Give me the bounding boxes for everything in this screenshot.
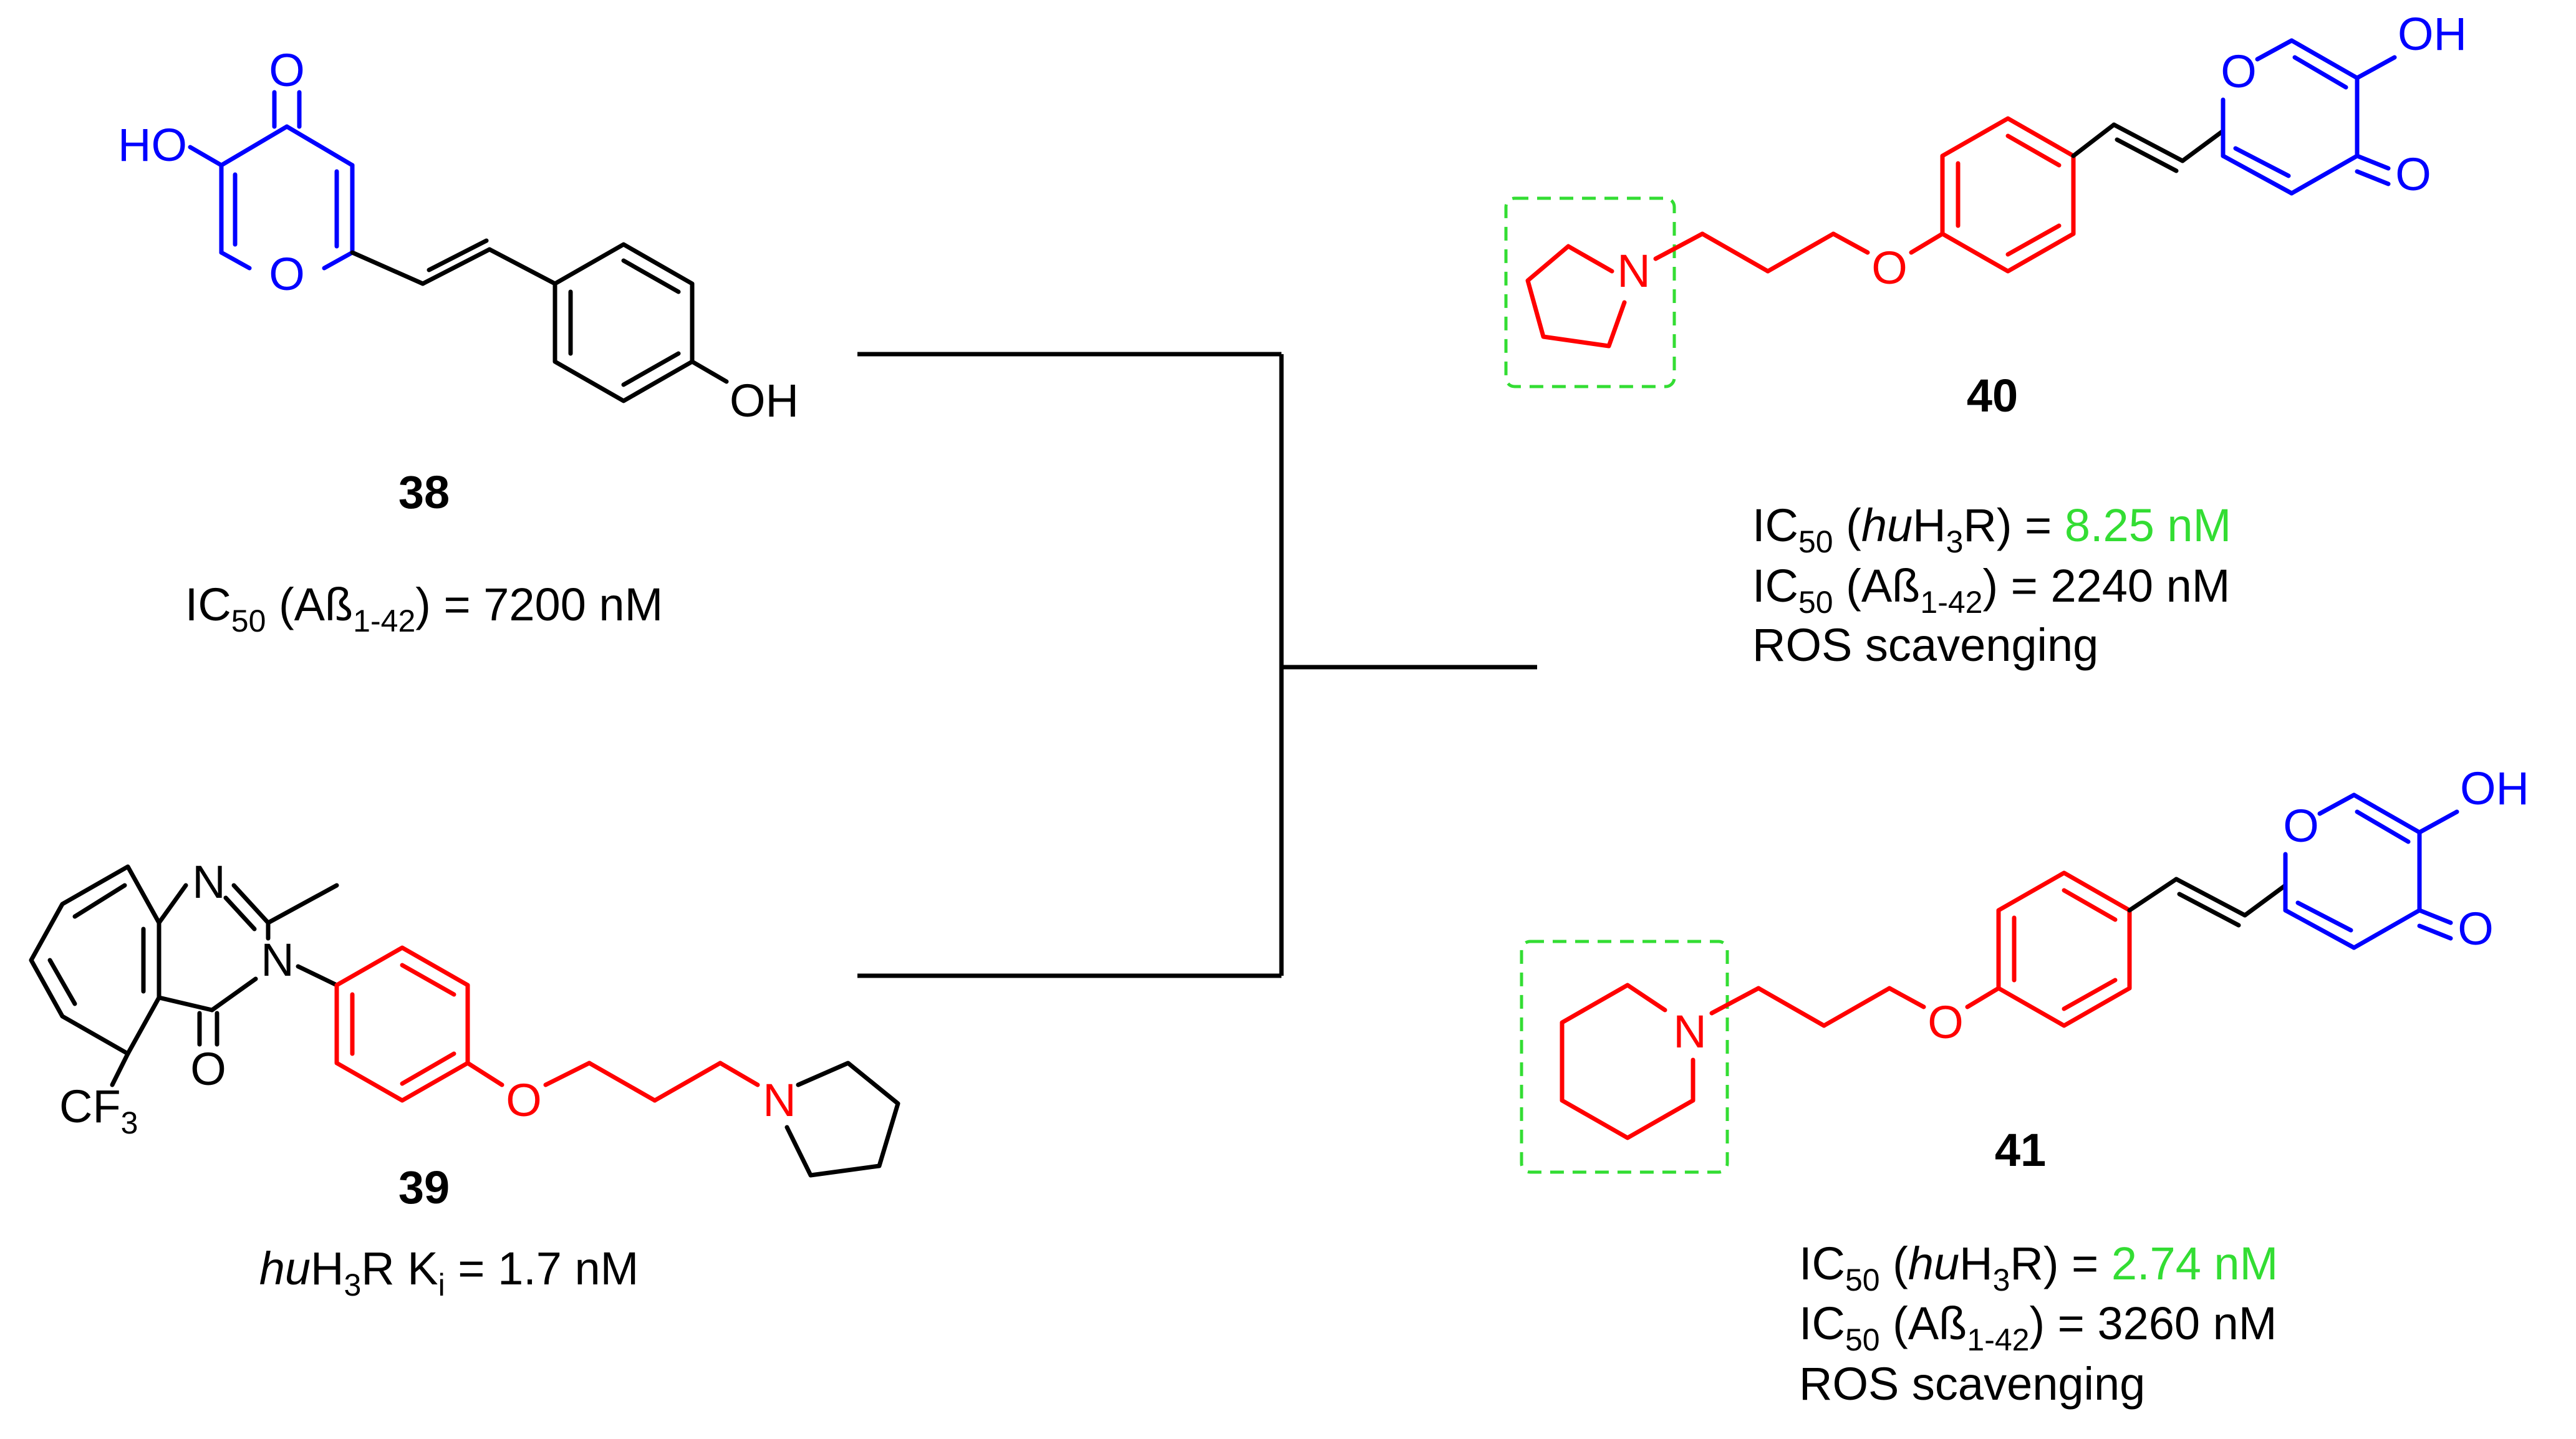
activity-40-ros: ROS scavenging (1752, 619, 2098, 671)
quinazoline-n1-39: N (192, 856, 225, 908)
hydroxyl-40: OH (2398, 8, 2467, 60)
kojic-acid-ring-40: O O OH (2221, 8, 2467, 200)
ring-o-41: O (2283, 800, 2319, 852)
compound-40-structure: N O O O (1504, 8, 2467, 388)
ring-o-40: O (2221, 46, 2257, 97)
pyrrolidine-n-39: N (763, 1074, 796, 1126)
hydroxyl-41: OH (2460, 763, 2529, 814)
carbonyl-o-39: O (190, 1043, 226, 1095)
activity-41-h3r: IC50 (huH3R) = 2.74 nM (1799, 1238, 2278, 1297)
activity-41-abeta: IC50 (Aß1-42) = 3260 nM (1799, 1297, 2277, 1357)
carbonyl-o-40: O (2395, 148, 2431, 200)
activity-40-h3r: IC50 (huH3R) = 8.25 nM (1752, 499, 2231, 559)
ether-o-41: O (1927, 996, 1964, 1048)
activity-41-ros: ROS scavenging (1799, 1358, 2145, 1410)
pyrrolidine-n-40: N (1617, 245, 1650, 297)
compound-label-39: 39 (398, 1162, 450, 1213)
quinazoline-n3-39: N (261, 934, 294, 986)
phenol-oh-38: OH (730, 375, 799, 426)
ether-o-39: O (506, 1074, 542, 1126)
activity-39: huH3R Ki = 1.7 nM (259, 1243, 639, 1302)
compound-39-structure: N N O CF3 O N (29, 856, 900, 1178)
hydroxyl-38: HO (118, 119, 187, 171)
hybridization-connector (857, 352, 1537, 978)
piperidine-highlight-box-41 (1520, 940, 1729, 1174)
activity-40-abeta: IC50 (Aß1-42) = 2240 nM (1752, 560, 2230, 620)
piperidine-n-41: N (1673, 1006, 1706, 1057)
trifluoromethyl-39: CF3 (59, 1080, 138, 1140)
compound-label-38: 38 (398, 466, 450, 518)
compound-label-41: 41 (1995, 1124, 2046, 1176)
carbonyl-o-38: O (269, 44, 305, 96)
kojic-acid-ring-41: O O OH (2283, 763, 2529, 955)
ring-o-38: O (269, 248, 305, 300)
compound-label-40: 40 (1967, 370, 2018, 421)
activity-38: IC50 (Aß1-42) = 7200 nM (185, 579, 663, 638)
compound-41-structure: N O O O (1520, 763, 2529, 1174)
pyrrolidine-highlight-box-40 (1504, 196, 1676, 388)
kojic-acid-ring-38: O O HO (118, 44, 355, 300)
ether-o-40: O (1871, 242, 1908, 294)
carbonyl-o-41: O (2458, 903, 2494, 955)
compound-38-structure: O O HO OH (118, 44, 799, 426)
